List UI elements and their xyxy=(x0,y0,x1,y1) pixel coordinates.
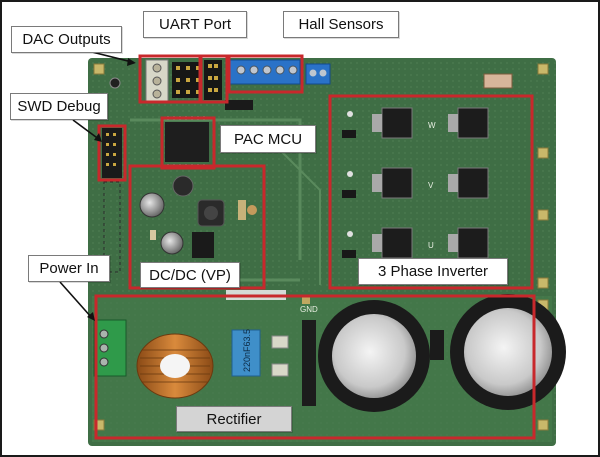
label-uart-port: UART Port xyxy=(143,11,247,38)
label-pac-mcu: PAC MCU xyxy=(220,125,316,153)
label-dcdc-vp: DC/DC (VP) xyxy=(140,262,240,288)
highlight-swd-debug xyxy=(97,124,127,182)
leader-arrowheads xyxy=(87,58,136,321)
phase-v-marking: V xyxy=(428,181,434,190)
leader-dac-outputs xyxy=(91,51,133,63)
highlight-uart-port xyxy=(199,54,229,104)
dcdc-components xyxy=(139,175,257,258)
bulk-capacitor-right xyxy=(450,294,566,410)
highlight-boxes xyxy=(94,54,536,440)
swd-connector xyxy=(102,128,122,273)
phase-w-marking: W xyxy=(428,121,436,130)
label-three-phase-inverter: 3 Phase Inverter xyxy=(358,258,508,285)
inverter-mosfets: W V U xyxy=(342,73,513,259)
leader-swd-debug xyxy=(72,119,101,141)
capacitor-rating-marking: 220nF63.5 xyxy=(242,329,252,372)
hall-sensor-terminals xyxy=(229,59,331,85)
leader-power-in xyxy=(59,281,93,319)
small-component xyxy=(271,363,289,377)
bridge-rectifier xyxy=(302,320,316,406)
highlight-dcdc xyxy=(128,164,266,290)
highlight-pac-mcu xyxy=(160,116,216,170)
highlight-inverter xyxy=(328,94,534,290)
power-in-terminal xyxy=(93,319,127,377)
highlight-rectifier xyxy=(94,294,536,440)
leader-lines xyxy=(59,51,133,319)
highlight-hall-sensors xyxy=(227,54,304,94)
label-rectifier: Rectifier xyxy=(176,406,292,432)
small-component xyxy=(271,335,289,349)
mcu-chip xyxy=(165,100,253,168)
toroid-inductor xyxy=(136,333,214,399)
uart-header xyxy=(204,60,222,100)
gnd-marking: GND xyxy=(300,305,318,314)
dac-connector xyxy=(145,59,202,103)
bulk-capacitor-left xyxy=(318,300,430,412)
label-swd-debug: SWD Debug xyxy=(10,93,108,120)
label-power-in: Power In xyxy=(28,255,110,282)
x-capacitor: 220nF63.5 xyxy=(231,329,261,377)
phase-u-marking: U xyxy=(428,241,434,250)
label-hall-sensors: Hall Sensors xyxy=(283,11,399,38)
label-dac-outputs: DAC Outputs xyxy=(11,26,122,53)
small-electrolytic xyxy=(430,330,444,360)
